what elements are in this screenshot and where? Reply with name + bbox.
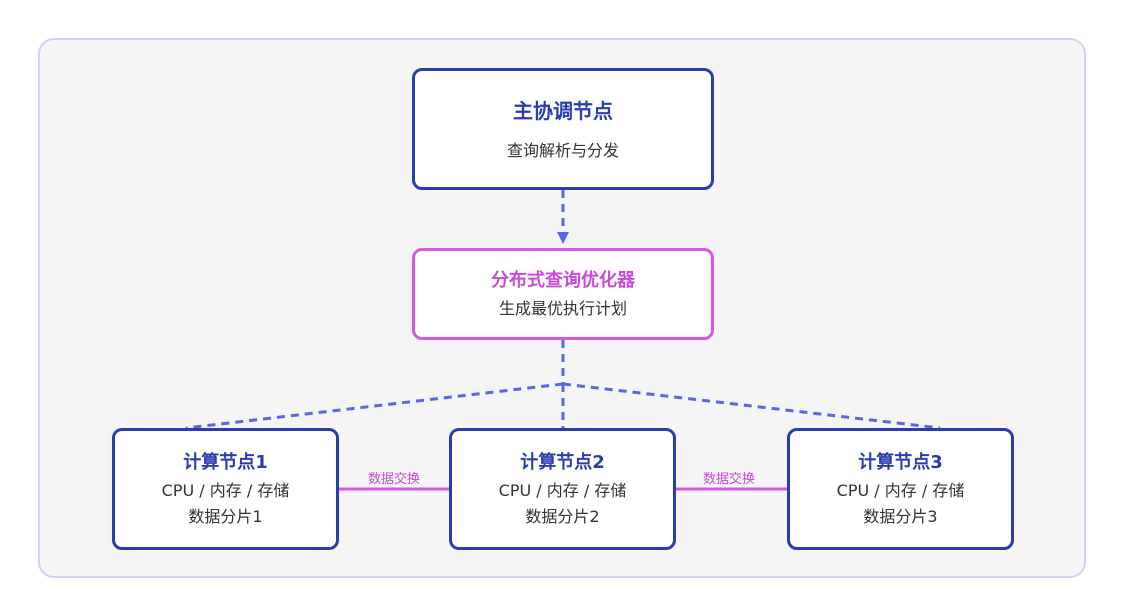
optimizer-node: 分布式查询优化器 生成最优执行计划	[412, 248, 714, 340]
compute-node-3-resources: CPU / 内存 / 存储	[836, 481, 965, 500]
exchange-label-2: 数据交换	[702, 472, 755, 487]
optimizer-subtitle: 生成最优执行计划	[498, 299, 627, 318]
compute-node-3-shard: 数据分片3	[863, 507, 938, 526]
coordinator-subtitle: 查询解析与分发	[506, 140, 619, 160]
compute-node-3: 计算节点3 CPU / 内存 / 存储 数据分片3	[787, 428, 1014, 550]
compute-node-2-shard: 数据分片2	[525, 507, 600, 526]
compute-node-2-resources: CPU / 内存 / 存储	[498, 481, 627, 500]
compute-node-1-shard: 数据分片1	[188, 507, 263, 526]
compute-node-2: 计算节点2 CPU / 内存 / 存储 数据分片2	[449, 428, 676, 550]
compute-node-1-title: 计算节点1	[183, 452, 268, 473]
coordinator-node: 主协调节点 查询解析与分发	[412, 68, 714, 190]
coordinator-title: 主协调节点	[513, 98, 613, 123]
compute-node-1-resources: CPU / 内存 / 存储	[161, 481, 290, 500]
compute-node-3-title: 计算节点3	[858, 452, 943, 473]
exchange-label-1: 数据交换	[367, 472, 420, 487]
optimizer-title: 分布式查询优化器	[491, 270, 635, 291]
compute-node-2-title: 计算节点2	[520, 452, 605, 473]
compute-node-1: 计算节点1 CPU / 内存 / 存储 数据分片1	[112, 428, 339, 550]
